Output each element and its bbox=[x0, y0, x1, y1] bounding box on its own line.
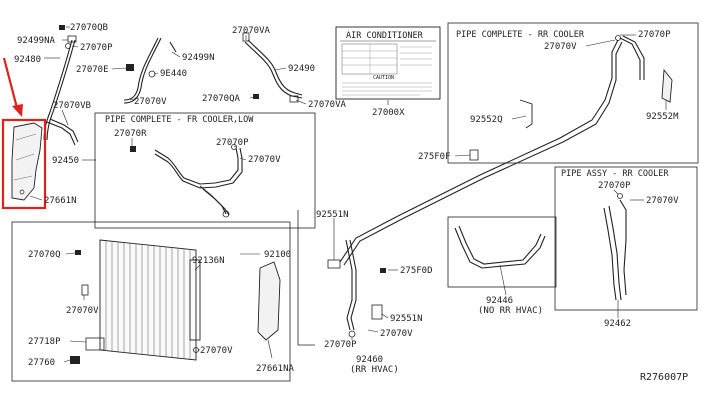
label-27070v-cond: 27070V bbox=[66, 306, 99, 316]
label-27070p-fr: 27070P bbox=[216, 138, 249, 148]
label-27070p-assy: 27070P bbox=[598, 181, 631, 191]
label-92136n: 92136N bbox=[192, 256, 225, 266]
label-27070v-assy: 27070V bbox=[646, 196, 679, 206]
label-27070v-low: 27070V bbox=[380, 329, 413, 339]
label-92490: 92490 bbox=[288, 64, 315, 74]
label-27070r: 27070R bbox=[114, 129, 147, 139]
rr-cooler-box bbox=[447, 22, 699, 164]
label-27070p-low: 27070P bbox=[324, 340, 357, 350]
highlight-arrow-head bbox=[12, 104, 23, 117]
pipe-92460 bbox=[339, 35, 645, 331]
label-92100: 92100 bbox=[264, 250, 291, 260]
label-92499na: 92499NA bbox=[17, 36, 56, 46]
ac-label-caution: CAUTION bbox=[373, 75, 394, 81]
label-27661n: 27661N bbox=[44, 196, 77, 206]
label-275f0f: 275F0F bbox=[418, 152, 451, 162]
condenser-92100 bbox=[99, 239, 201, 361]
label-27070v-fr: 27070V bbox=[248, 155, 281, 165]
oring-27070p-fr bbox=[231, 144, 237, 150]
label-27718p: 27718P bbox=[28, 337, 61, 347]
rr-cooler-assy-title: PIPE ASSY - RR COOLER bbox=[561, 169, 669, 179]
ac-label-title: AIR CONDITIONER bbox=[346, 31, 424, 41]
label-92551n-b: 92551N bbox=[390, 314, 423, 324]
label-27000x: 27000X bbox=[372, 108, 405, 118]
bolt-27070qa bbox=[253, 94, 259, 99]
label-92460: 92460 bbox=[356, 355, 383, 365]
shield-27661n bbox=[11, 122, 43, 201]
label-92552m: 92552M bbox=[646, 112, 679, 122]
label-92462: 92462 bbox=[604, 319, 631, 329]
fr-cooler-title: PIPE COMPLETE - FR COOLER,LOW bbox=[105, 115, 254, 125]
bracket-92551n bbox=[327, 259, 341, 269]
pipe-92446 bbox=[454, 225, 546, 269]
fitting-27070va-a bbox=[242, 32, 250, 42]
fitting-27070va-b bbox=[289, 95, 299, 103]
bracket-92552m bbox=[661, 68, 673, 103]
label-27070e: 27070E bbox=[76, 65, 109, 75]
label-27070v-top: 27070V bbox=[134, 97, 167, 107]
bracket-92551n-b bbox=[371, 304, 383, 320]
label-27760: 27760 bbox=[28, 358, 55, 368]
label-27070q: 27070Q bbox=[28, 250, 61, 260]
condenser-box bbox=[11, 221, 291, 382]
fitting-27070v-cond bbox=[81, 284, 89, 296]
pipe-92462 bbox=[603, 199, 627, 301]
oring-27070p-assy bbox=[617, 193, 623, 199]
shield-27661na bbox=[257, 261, 281, 341]
bracket-92552q bbox=[519, 99, 533, 129]
label-275f0d: 275F0D bbox=[400, 266, 433, 276]
highlight-arrow-shaft bbox=[2, 57, 19, 109]
label-27070va-a: 27070VA bbox=[232, 26, 271, 36]
fr-cooler-box bbox=[94, 112, 316, 229]
label-92460-note: (RR HVAC) bbox=[350, 365, 399, 375]
fitting-fr-end bbox=[222, 210, 230, 218]
highlight-box bbox=[1, 118, 47, 210]
label-27070p-a: 27070P bbox=[80, 43, 113, 53]
label-92446-note: (NO RR HVAC) bbox=[478, 306, 543, 316]
label-27661na: 27661NA bbox=[256, 364, 295, 374]
label-27070qb: 27070QB bbox=[70, 23, 108, 33]
label-92446: 92446 bbox=[486, 296, 513, 306]
ac-caution-label: AIR CONDITIONER CAUTION bbox=[335, 26, 441, 100]
bolt-27070qb bbox=[59, 25, 65, 30]
cap-92499na bbox=[67, 35, 77, 43]
diagram-id: R276007P bbox=[640, 372, 688, 383]
label-27070vb: 27070VB bbox=[53, 101, 91, 111]
no-rr-hvac-box bbox=[447, 216, 557, 288]
label-92499n: 92499N bbox=[182, 53, 215, 63]
label-27070qa: 27070QA bbox=[202, 94, 241, 104]
clip-275f0f bbox=[469, 149, 479, 161]
bolt-275f0d bbox=[380, 268, 386, 273]
clip-27760 bbox=[70, 356, 80, 364]
pipe-fr-cooler bbox=[154, 147, 243, 216]
label-92480: 92480 bbox=[14, 55, 41, 65]
label-9e440: 9E440 bbox=[160, 69, 187, 79]
rr-hvac-bracket bbox=[297, 244, 315, 346]
leader-lines bbox=[29, 26, 667, 363]
oring-27070p bbox=[65, 43, 71, 49]
bolt-27070r bbox=[130, 146, 136, 152]
sensor-27718p bbox=[85, 337, 105, 351]
oring-27070v-rr bbox=[615, 35, 621, 41]
bracket-27070e bbox=[126, 64, 134, 71]
label-27070va-b: 27070VA bbox=[308, 100, 347, 110]
label-27070p-rr: 27070P bbox=[638, 30, 671, 40]
label-92551n-a: 92551N bbox=[316, 210, 349, 220]
label-27070v-bot: 27070V bbox=[200, 346, 233, 356]
bolt-27070q bbox=[75, 250, 81, 255]
rr-cooler-assy-box bbox=[554, 166, 698, 311]
label-92450: 92450 bbox=[52, 156, 79, 166]
fitting-27070p-low bbox=[348, 330, 356, 338]
label-27070v-rr: 27070V bbox=[544, 42, 577, 52]
pipe-92480 bbox=[43, 39, 79, 146]
rr-cooler-title: PIPE COMPLETE - RR COOLER bbox=[456, 30, 585, 40]
hose-92499n bbox=[123, 37, 177, 104]
label-92552q: 92552Q bbox=[470, 115, 503, 125]
